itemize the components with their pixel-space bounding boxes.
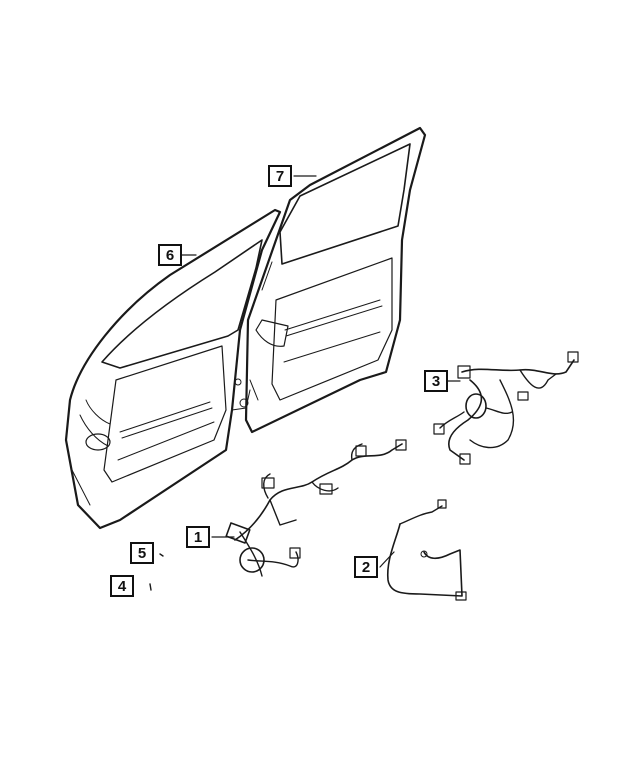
door-wiring-harness-front [225, 439, 407, 577]
rear-door-shell [244, 126, 427, 434]
callout-6: 6 [158, 244, 182, 266]
callout-1: 1 [186, 526, 210, 548]
callout-5: 5 [130, 542, 154, 564]
door-wiring-harness-small [386, 499, 467, 601]
callout-3: 3 [424, 370, 448, 392]
callout-7: 7 [268, 165, 292, 187]
callout-2: 2 [354, 556, 378, 578]
front-door-shell [64, 208, 282, 530]
callout-4: 4 [110, 575, 134, 597]
door-wiring-harness-rear [433, 351, 579, 465]
fastener-5 [159, 553, 164, 557]
fastener-4 [149, 583, 152, 591]
